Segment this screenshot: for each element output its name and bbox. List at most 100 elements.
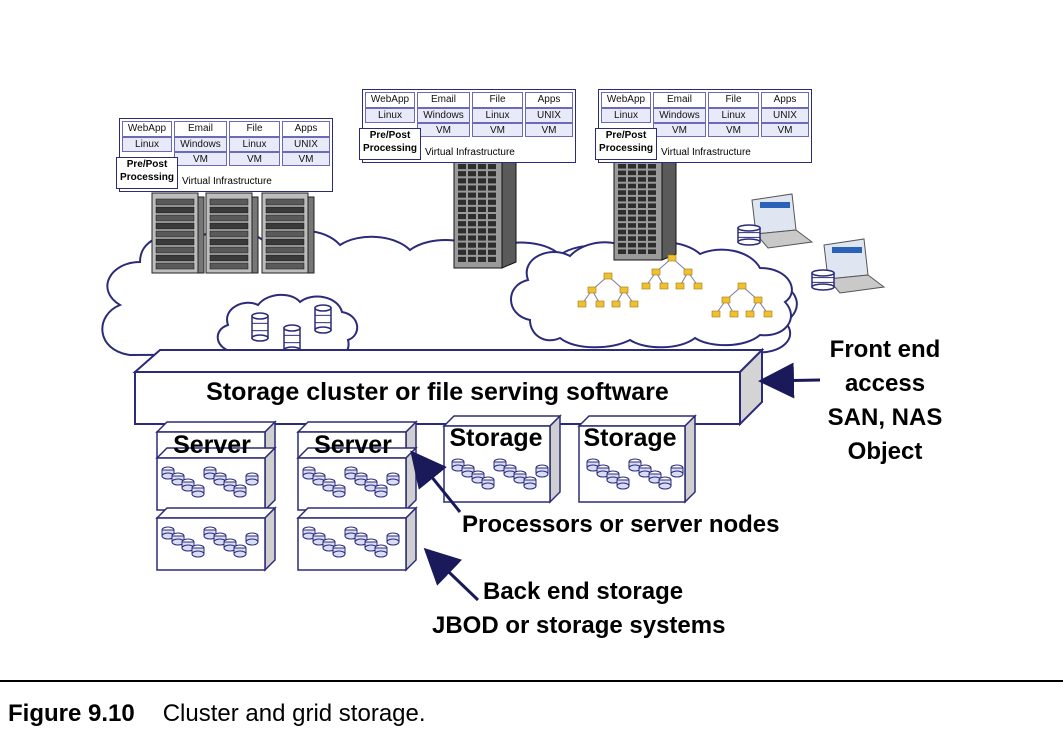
tower-grille — [638, 170, 646, 176]
vm-os-cell: Windows — [417, 108, 470, 123]
disk-bottom — [191, 490, 205, 498]
rack-unit — [265, 206, 305, 214]
tower-grille — [488, 178, 496, 184]
disk-bottom — [233, 490, 247, 498]
tower-grille — [478, 171, 486, 177]
disk-bottom — [233, 550, 247, 558]
box-top — [296, 507, 418, 519]
tower-grille — [628, 242, 636, 248]
tree-node — [603, 272, 613, 280]
disk-bottom — [314, 326, 332, 334]
vm-os-cell: Windows — [653, 108, 706, 123]
tower-side — [501, 155, 517, 269]
storage-label-2: Storage — [583, 424, 677, 452]
tree-node — [577, 300, 587, 308]
tower-grille — [618, 249, 626, 254]
database-icon — [737, 224, 761, 246]
tower-grille — [488, 235, 496, 241]
tower-grille — [638, 210, 646, 215]
tower-grille — [478, 206, 486, 212]
tower-grille — [488, 221, 496, 227]
disk-bottom — [386, 478, 400, 486]
tower-grille — [488, 256, 496, 262]
tower-grille — [618, 177, 626, 182]
tower-grille — [458, 242, 466, 248]
tower-grille — [618, 223, 626, 228]
storage-software-label: Storage cluster or file serving software — [206, 378, 669, 406]
vm-os-cell: Linux — [365, 108, 415, 123]
vm-os-cell: Linux — [472, 108, 523, 123]
tower-grille — [628, 164, 636, 169]
vm-app-cell: File — [229, 121, 280, 137]
tree-node — [753, 296, 763, 304]
tower-grille — [628, 223, 636, 228]
rack-unit — [265, 238, 305, 246]
tower-grille — [628, 210, 636, 215]
database-icon — [283, 324, 301, 354]
tree-node — [675, 282, 685, 290]
tower-grille — [478, 185, 486, 191]
processors-callout: Processors or server nodes — [462, 511, 780, 538]
vm-app-cell: Apps — [761, 92, 809, 108]
vm-app-cell: WebApp — [601, 92, 651, 108]
tower-grille — [458, 199, 466, 205]
tower-grille — [648, 210, 656, 215]
tower-grille — [628, 229, 636, 235]
tower-grille — [468, 171, 476, 177]
tower-grille — [618, 236, 626, 241]
tower-grille — [648, 196, 656, 202]
disk-bottom — [811, 283, 835, 291]
tower-grille — [638, 242, 646, 248]
tower-grille — [488, 228, 496, 234]
backend-arrow — [423, 547, 480, 602]
tower-grille — [468, 249, 476, 255]
rack-unit — [265, 230, 305, 238]
disk-bottom — [616, 482, 630, 490]
vm-cell: VM — [282, 152, 330, 166]
rack-unit — [155, 230, 195, 238]
box-side — [264, 506, 276, 572]
tower-grille — [618, 190, 626, 195]
tower-grille — [488, 214, 496, 220]
server-label-2: Server — [314, 431, 392, 459]
tower-grille — [488, 242, 496, 248]
rack-server-icon — [261, 192, 315, 274]
tower-grille — [488, 185, 496, 191]
tower-grille — [478, 242, 486, 248]
tower-grille — [478, 192, 486, 198]
tower-grille — [478, 235, 486, 241]
tower-grille — [468, 164, 476, 170]
vm-cell: VM — [472, 123, 523, 137]
rack-unit — [209, 222, 249, 230]
disk-top — [283, 324, 301, 332]
disk-top — [811, 269, 835, 277]
tower-grille — [458, 228, 466, 234]
tower-grille — [458, 178, 466, 184]
vm-app-cell: File — [472, 92, 523, 108]
tower-grille — [488, 164, 496, 170]
disk-bottom — [386, 538, 400, 546]
virtual-infrastructure-label: Virtual Infrastructure — [661, 147, 751, 158]
tower-grille — [618, 216, 626, 222]
tower-grille — [468, 185, 476, 191]
storage-label-1: Storage — [449, 424, 543, 452]
disk-bottom — [332, 550, 346, 558]
tower-grille — [458, 206, 466, 212]
rack-unit — [265, 222, 305, 230]
laptop-icon — [751, 193, 814, 249]
tower-grille — [488, 171, 496, 177]
disk-bottom — [523, 482, 537, 490]
tower-grille — [488, 249, 496, 255]
disk-bottom — [374, 490, 388, 498]
tower-grille — [648, 249, 656, 254]
tower-grille — [618, 196, 626, 202]
tower-grille — [638, 190, 646, 195]
disk-cluster — [451, 458, 549, 490]
disk-cluster — [302, 526, 400, 558]
tower-grille — [628, 170, 636, 176]
tree-node — [763, 310, 773, 318]
rack-side — [251, 196, 259, 274]
prepost-line-1: Pre/Post — [605, 130, 647, 141]
tower-server-icon — [453, 155, 517, 269]
